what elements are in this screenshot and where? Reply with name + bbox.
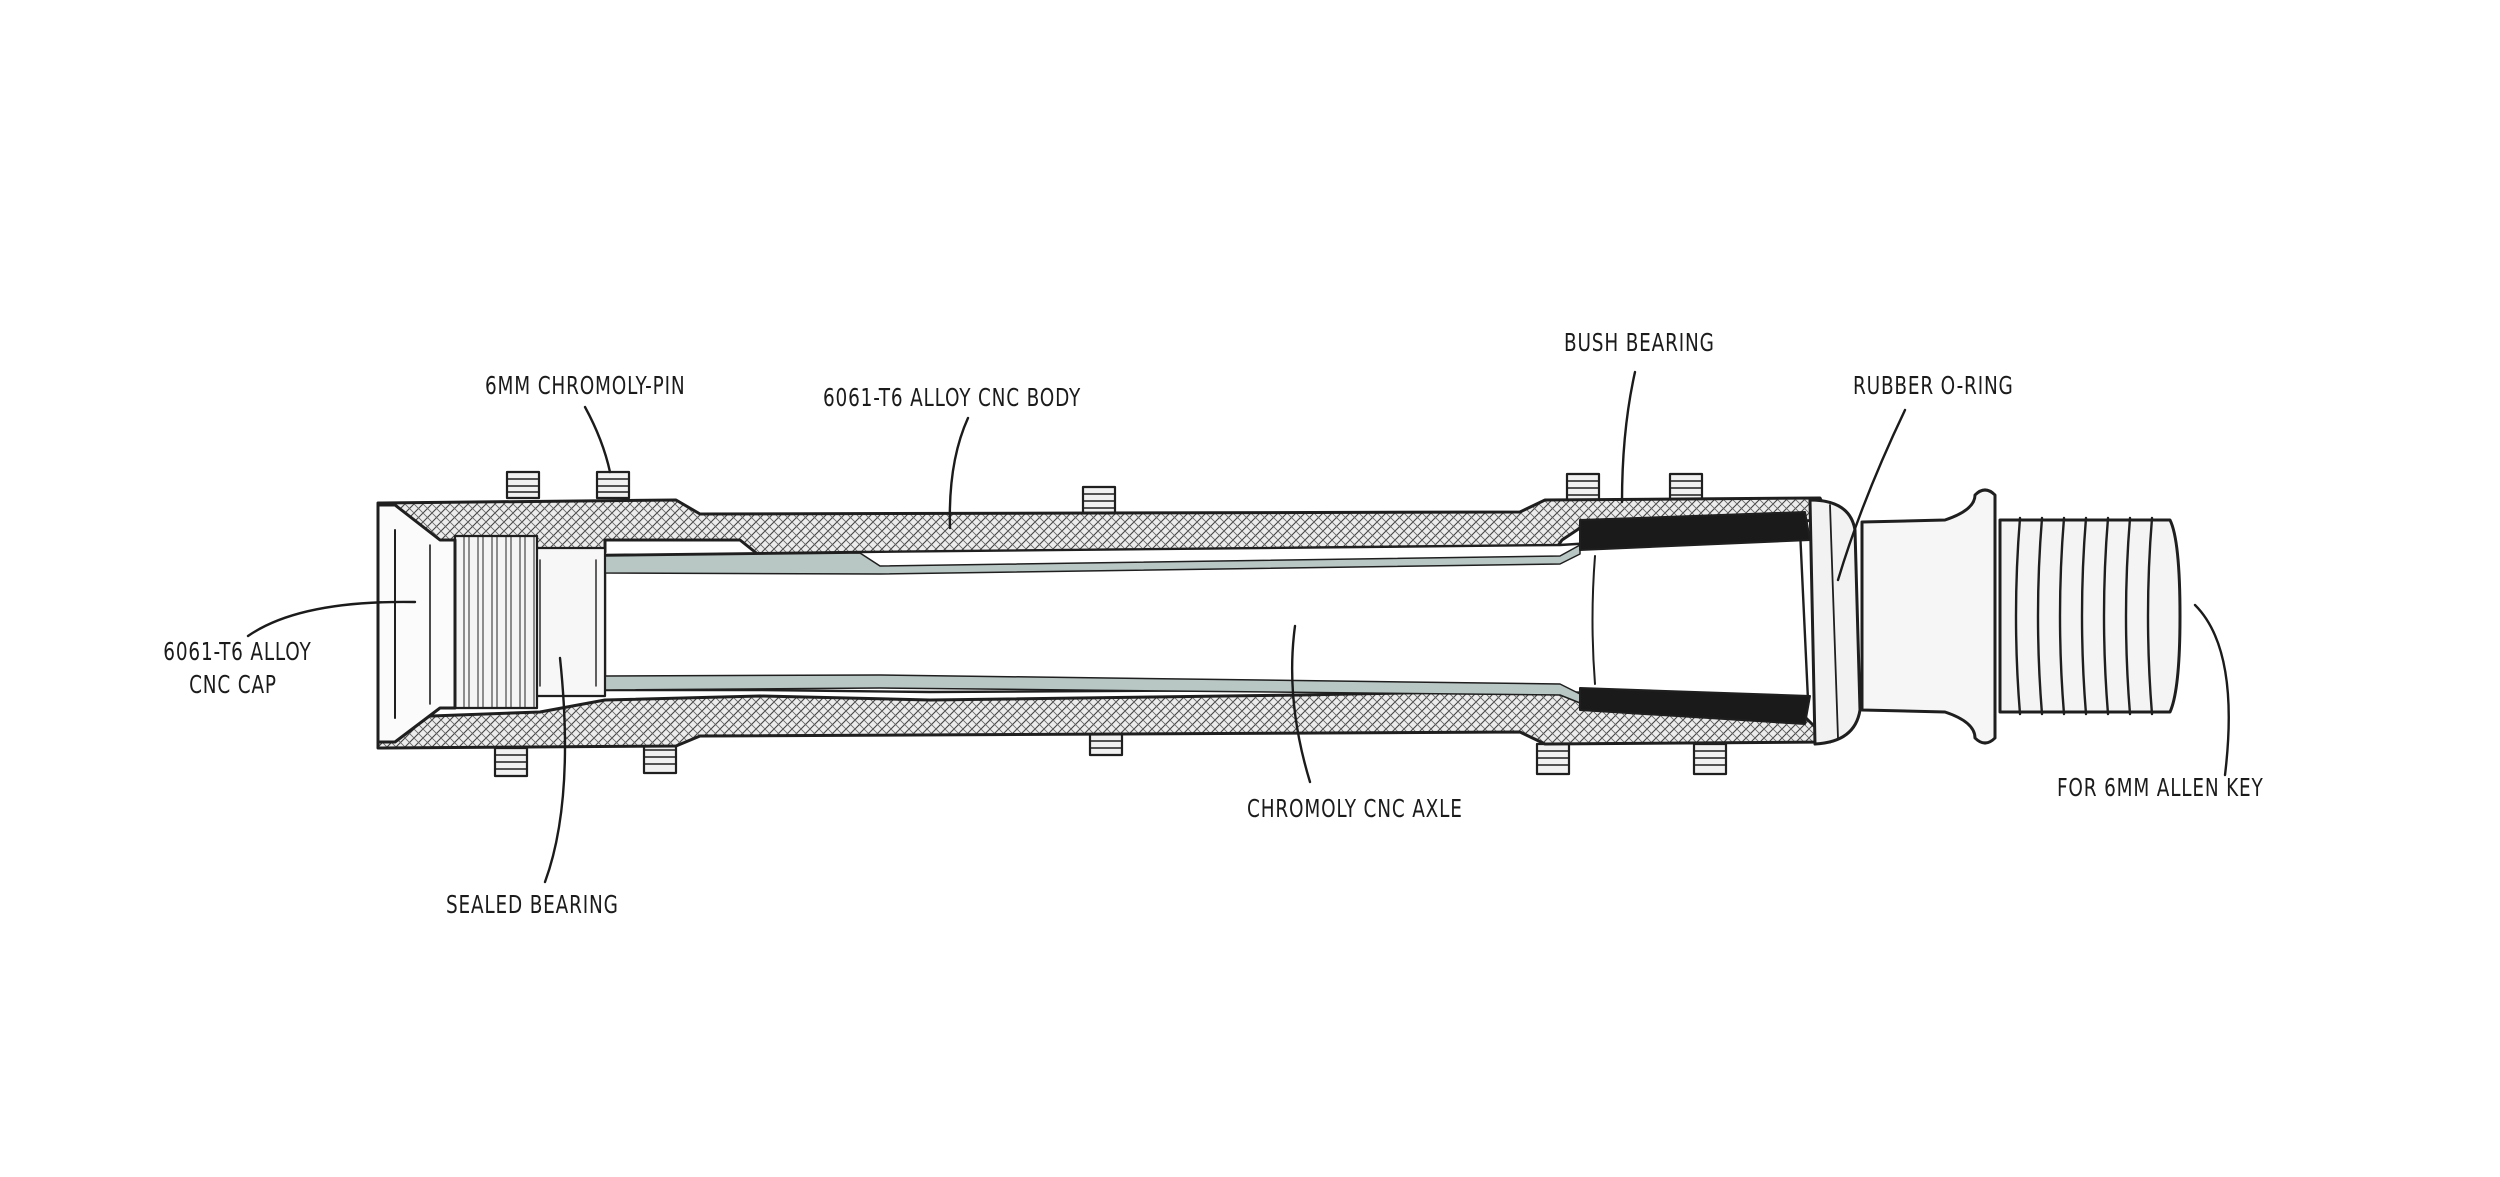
alloy-cap	[376, 503, 457, 744]
pin-top-4	[1565, 472, 1601, 504]
pin-bottom-4	[1535, 742, 1571, 776]
label-alloy-cap-line2: CNC CAP	[189, 669, 277, 699]
pin-top-2	[595, 470, 631, 500]
label-allen-key-text: FOR 6MM ALLEN KEY	[2057, 773, 2264, 802]
leader-axle	[1290, 624, 1312, 784]
sealed-bearing	[533, 546, 607, 698]
label-axle: CHROMOLY CNC AXLE	[1247, 793, 1463, 826]
pin-bottom-2	[642, 741, 678, 775]
label-chromoly-pin: 6MM CHROMOLY-PIN	[485, 370, 685, 403]
leader-sealed-bearing	[543, 656, 567, 884]
alloy-body	[376, 496, 1832, 750]
pin-bottom-1	[493, 746, 529, 778]
leader-rubber-o-ring	[1836, 408, 1907, 582]
label-chromoly-pin-text: 6MM CHROMOLY-PIN	[485, 371, 686, 400]
label-rubber-o-ring: RUBBER O-RING	[1853, 370, 2014, 403]
leader-bush-bearing	[1620, 370, 1637, 504]
pin-top-3	[1081, 485, 1117, 518]
label-sealed-bearing: SEALED BEARING	[446, 889, 619, 922]
label-alloy-body: 6061-T6 ALLOY CNC BODY	[823, 382, 1081, 415]
leader-allen-key	[2193, 603, 2230, 777]
cap-threads	[453, 534, 539, 710]
label-alloy-body-text: 6061-T6 ALLOY CNC BODY	[823, 383, 1082, 412]
spindle-threads	[1998, 516, 2182, 716]
leader-lines	[246, 370, 2230, 884]
rubber-o-ring	[1808, 498, 1862, 746]
label-rubber-o-ring-text: RUBBER O-RING	[1853, 371, 2014, 400]
pins-bottom	[493, 725, 1728, 778]
label-alloy-cap: 6061-T6 ALLOY CNC CAP	[163, 636, 312, 701]
label-alloy-cap-line1: 6061-T6 ALLOY	[163, 637, 312, 666]
leader-chromoly-pin	[583, 405, 612, 474]
leader-alloy-body	[948, 416, 970, 530]
label-allen-key: FOR 6MM ALLEN KEY	[2057, 772, 2264, 805]
bush-bearing	[1579, 511, 1811, 725]
label-axle-text: CHROMOLY CNC AXLE	[1247, 794, 1463, 823]
pins-top	[505, 470, 1704, 518]
pin-top-1	[505, 470, 541, 500]
label-bush-bearing-text: BUSH BEARING	[1564, 328, 1715, 357]
label-sealed-bearing-text: SEALED BEARING	[446, 890, 619, 919]
label-bush-bearing: BUSH BEARING	[1564, 327, 1715, 360]
leader-alloy-cap	[246, 600, 417, 638]
pin-bottom-5	[1692, 742, 1728, 776]
spindle-neck	[1860, 488, 1997, 745]
chromoly-axle	[603, 528, 1810, 704]
